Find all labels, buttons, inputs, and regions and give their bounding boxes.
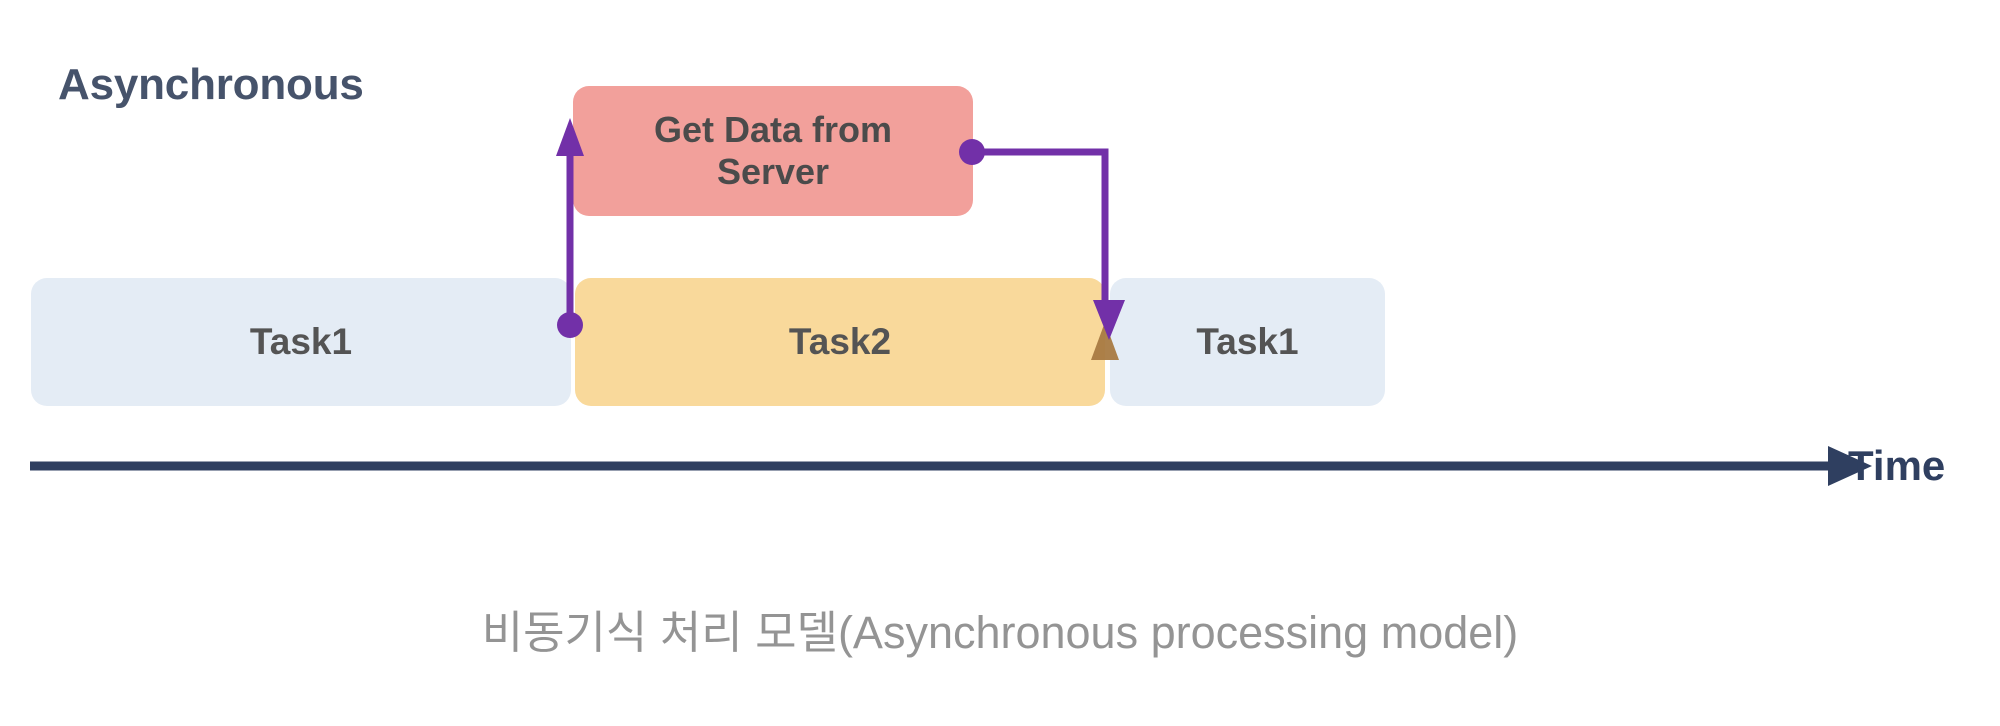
task-bar-task1-second: Task1 bbox=[1110, 278, 1385, 406]
task-bar-label: Task1 bbox=[1196, 321, 1299, 362]
task-bar-task1-first: Task1 bbox=[31, 278, 571, 406]
time-axis bbox=[30, 446, 1872, 486]
section-title: Asynchronous bbox=[58, 60, 364, 109]
task-bar-label: Task1 bbox=[249, 321, 353, 362]
task-bar-task2: Task2 bbox=[575, 278, 1105, 406]
figure-caption: 비동기식 처리 모델(Asynchronous processing model… bbox=[481, 607, 1519, 658]
task-bar-label: Task2 bbox=[788, 321, 892, 362]
time-axis-label: Time bbox=[1848, 442, 1946, 489]
callout-get-data-from-server: Get Data from Server bbox=[573, 86, 973, 216]
time-axis-arrowhead-icon bbox=[1828, 446, 1872, 486]
callout-label: Get Data from Server bbox=[653, 108, 893, 192]
